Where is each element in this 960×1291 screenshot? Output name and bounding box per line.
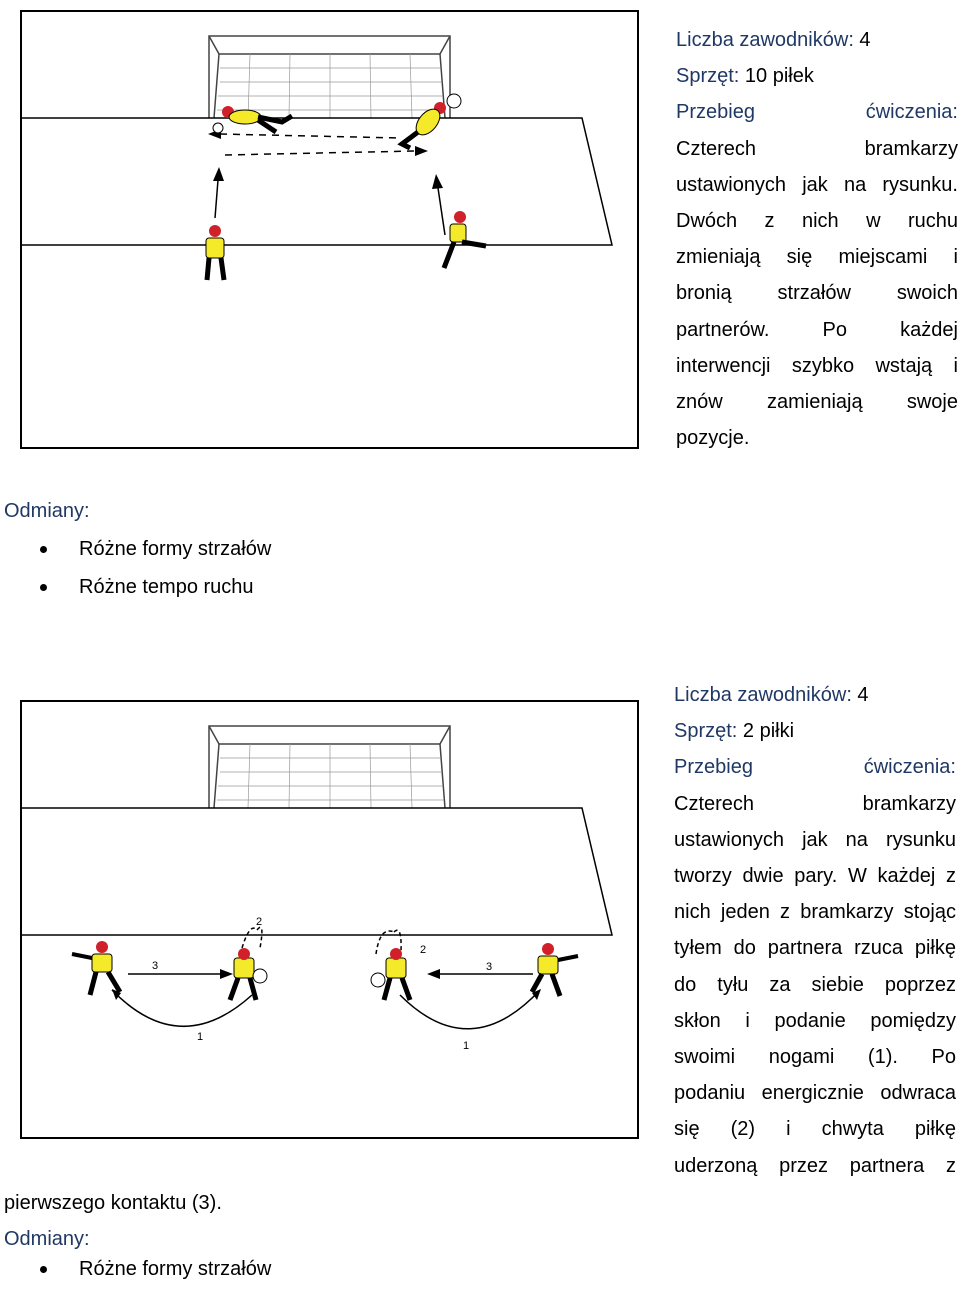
description-line: Dwóch z nich w ruchu (676, 210, 958, 233)
description-line: uderzoną przez partnera z (674, 1154, 956, 1177)
description-line: podaniu energicznie odwraca (674, 1082, 956, 1105)
label-3: 3 (152, 960, 158, 972)
equipment-line: Sprzęt: 10 piłek (676, 65, 814, 88)
exercise1-description: Liczba zawodników: 4 Sprzęt: 10 piłek Pr… (676, 22, 958, 456)
label-3: 3 (486, 961, 492, 973)
keeper-throwing-right (370, 948, 413, 1001)
exercise1-diagram (20, 10, 640, 450)
description-line: zmieniają się miejscami i (676, 246, 958, 269)
keeper-kicking-left (71, 941, 123, 996)
description-line: interwencji szybko wstają i (676, 354, 958, 377)
description-line: skłon i podanie pomiędzy (674, 1009, 956, 1032)
description-line: do tyłu za siebie poprzez (674, 973, 956, 996)
keeper-diving-right (397, 93, 462, 151)
description-line: partnerów. Po każdej (676, 318, 958, 341)
players-line: Liczba zawodników: 4 (676, 29, 871, 51)
label-2: 2 (256, 916, 262, 928)
description-continuation: pierwszego kontaktu (3). (4, 1192, 222, 1214)
description-line: bronią strzałów swoich (676, 282, 958, 305)
description-line: znów zamieniają swoje (676, 391, 958, 414)
bullet-icon (40, 546, 47, 553)
equipment-line: Sprzęt: 2 piłki (674, 720, 795, 743)
description-line: ustawionych jak na rysunku (674, 828, 956, 851)
description-line: Czterech bramkarzy (674, 792, 956, 815)
keeper-throwing-left (227, 948, 268, 1001)
keeper-kicking-right (529, 943, 579, 997)
description-line: się (2) i chwyta piłkę (674, 1118, 956, 1141)
bullet-icon (40, 1266, 47, 1273)
label-1: 1 (197, 1031, 203, 1043)
procedure-heading: Przebieg ćwiczenia: (674, 756, 956, 779)
description-line: tyłem do partnera rzuca piłkę (674, 937, 956, 960)
procedure-heading: Przebieg ćwiczenia: (676, 101, 958, 124)
description-line: pozycje. (676, 427, 750, 450)
keeper-kicking (441, 211, 487, 269)
bullet-icon (40, 584, 47, 591)
keeper-diving-left (212, 106, 294, 135)
variations-heading: Odmiany: (4, 1228, 90, 1250)
variations-heading: Odmiany: (4, 500, 90, 522)
description-line: nich jeden z bramkarzy stojąc (674, 901, 956, 924)
description-line: ustawionych jak na rysunku. (676, 173, 958, 196)
exercise2-description: Liczba zawodników: 4 Sprzęt: 2 piłki Prz… (674, 677, 956, 1184)
keeper-standing (204, 225, 227, 281)
label-2: 2 (420, 944, 426, 956)
description-line: Czterech bramkarzy (676, 137, 958, 160)
exercise2-diagram: 2 2 3 3 1 1 (20, 700, 640, 1140)
label-1: 1 (463, 1040, 469, 1052)
description-line: tworzy dwie pary. W każdej z (674, 865, 956, 888)
pitch-goal-area-drawing: 2 2 3 3 1 1 (20, 700, 639, 1139)
description-line: swoimi nogami (1). Po (674, 1046, 956, 1069)
players-line: Liczba zawodników: 4 (674, 684, 869, 706)
pitch-goal-area-drawing (20, 10, 639, 449)
